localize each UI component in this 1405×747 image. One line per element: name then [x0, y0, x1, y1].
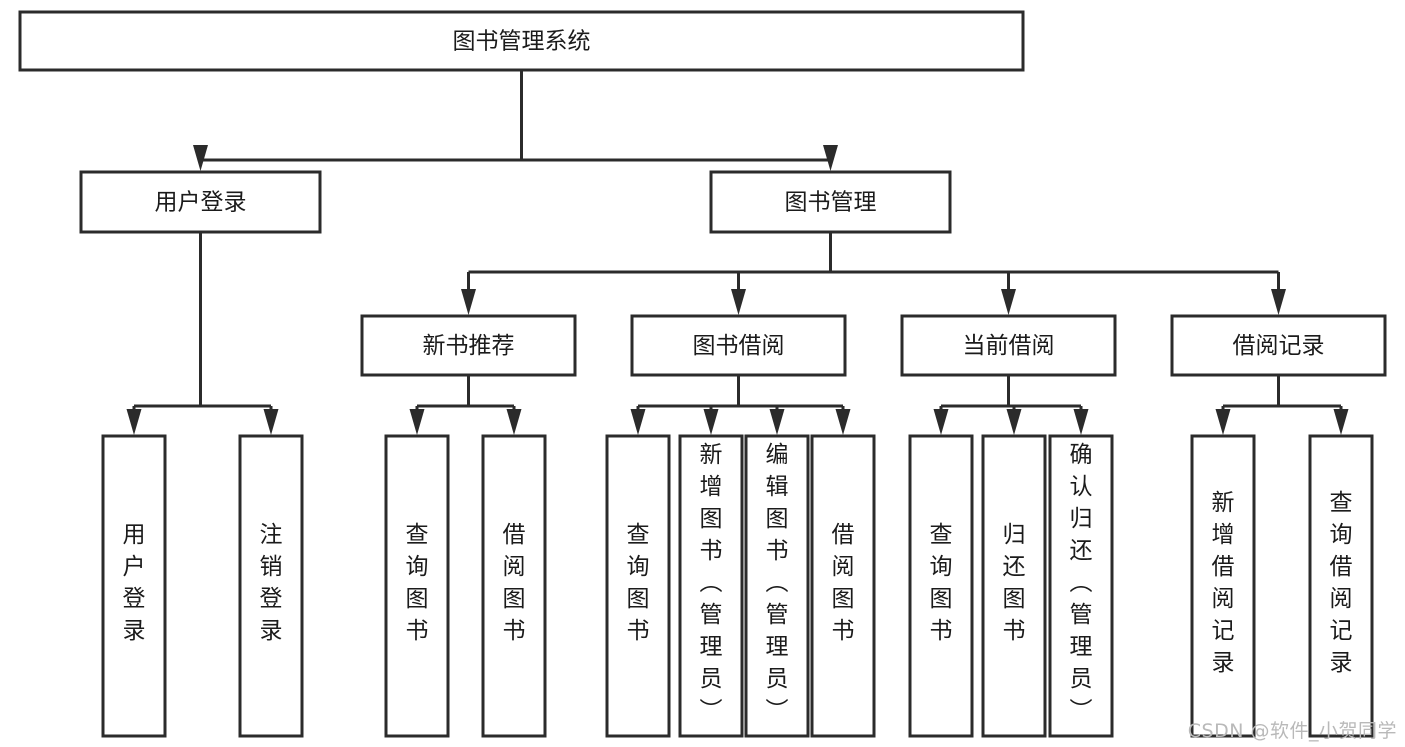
node-box[interactable]: [630, 314, 847, 377]
node-new-book-rec[interactable]: 新书推荐: [360, 314, 577, 377]
arrow-head-icon: [506, 409, 522, 435]
connector-group: [933, 375, 1089, 435]
node-leaf-query-book-2[interactable]: 查询图书: [605, 434, 671, 738]
node-leaf-confirm-return[interactable]: 确认归还︵管理员︶: [1048, 434, 1114, 738]
node-box[interactable]: [1170, 314, 1387, 377]
node-label: 图书管理系统: [453, 29, 591, 55]
node-label: 借阅记录: [1233, 333, 1325, 359]
node-box[interactable]: [1190, 434, 1256, 738]
node-label: 编辑图书︵管理员︶: [766, 442, 789, 724]
arrow-head-icon: [126, 409, 142, 435]
connector-group: [126, 232, 279, 435]
node-label: 用户登录: [123, 522, 146, 644]
node-box[interactable]: [101, 434, 167, 738]
node-box[interactable]: [79, 170, 322, 234]
arrow-head-icon: [461, 289, 476, 315]
node-label: 查询图书: [930, 522, 953, 644]
node-leaf-add-book[interactable]: 新增图书︵管理员︶: [678, 434, 744, 738]
arrow-head-icon: [193, 145, 208, 171]
node-layer: 图书管理系统用户登录图书管理新书推荐图书借阅当前借阅借阅记录用户登录注销登录查询…: [18, 10, 1387, 738]
node-box[interactable]: [1308, 434, 1374, 738]
connector-group: [630, 375, 851, 435]
node-label: 归还图书: [1003, 522, 1026, 644]
node-box[interactable]: [900, 314, 1117, 377]
node-label: 新书推荐: [423, 333, 515, 359]
node-label: 新增图书︵管理员︶: [700, 442, 723, 724]
node-box[interactable]: [605, 434, 671, 738]
node-label: 确认归还︵管理员︶: [1070, 442, 1093, 724]
node-label: 当前借阅: [963, 333, 1055, 359]
node-label: 图书借阅: [693, 333, 785, 359]
arrow-head-icon: [1271, 289, 1286, 315]
node-leaf-query-book-1[interactable]: 查询图书: [384, 434, 450, 738]
node-leaf-add-record[interactable]: 新增借阅记录: [1190, 434, 1256, 738]
arrow-head-icon: [835, 409, 851, 435]
connector-layer: [126, 70, 1349, 435]
node-label: 用户登录: [155, 190, 247, 216]
node-box[interactable]: [908, 434, 974, 738]
node-box[interactable]: [810, 434, 876, 738]
node-root[interactable]: 图书管理系统: [18, 10, 1025, 72]
node-label: 查询图书: [406, 522, 429, 644]
node-label: 查询借阅记录: [1330, 490, 1353, 676]
node-label: 图书管理: [785, 190, 877, 216]
node-label: 借阅图书: [832, 522, 855, 644]
node-box[interactable]: [744, 434, 810, 738]
arrow-head-icon: [769, 409, 785, 435]
node-user-login[interactable]: 用户登录: [79, 170, 322, 234]
arrow-head-icon: [703, 409, 719, 435]
node-borrow-record[interactable]: 借阅记录: [1170, 314, 1387, 377]
node-book-borrow[interactable]: 图书借阅: [630, 314, 847, 377]
arrow-head-icon: [409, 409, 425, 435]
connector-group: [193, 70, 838, 171]
node-box[interactable]: [18, 10, 1025, 72]
node-box[interactable]: [1048, 434, 1114, 738]
connector-group: [1215, 375, 1349, 435]
node-box[interactable]: [238, 434, 304, 738]
connector-group: [409, 375, 522, 435]
node-label: 借阅图书: [503, 522, 526, 644]
arrow-head-icon: [1215, 409, 1231, 435]
arrow-head-icon: [630, 409, 646, 435]
connector-group: [461, 232, 1286, 315]
arrow-head-icon: [1001, 289, 1016, 315]
arrow-head-icon: [1073, 409, 1089, 435]
node-leaf-return-book[interactable]: 归还图书: [981, 434, 1047, 738]
node-label: 注销登录: [260, 522, 283, 644]
node-leaf-edit-book[interactable]: 编辑图书︵管理员︶: [744, 434, 810, 738]
arrow-head-icon: [731, 289, 746, 315]
node-leaf-logout[interactable]: 注销登录: [238, 434, 304, 738]
node-leaf-query-record[interactable]: 查询借阅记录: [1308, 434, 1374, 738]
node-label: 查询图书: [627, 522, 650, 644]
node-box[interactable]: [384, 434, 450, 738]
arrow-head-icon: [1006, 409, 1022, 435]
arrow-head-icon: [263, 409, 279, 435]
node-book-manage[interactable]: 图书管理: [709, 170, 952, 234]
node-box[interactable]: [481, 434, 547, 738]
node-leaf-borrow-book-2[interactable]: 借阅图书: [810, 434, 876, 738]
node-box[interactable]: [360, 314, 577, 377]
node-box[interactable]: [678, 434, 744, 738]
node-leaf-user-login[interactable]: 用户登录: [101, 434, 167, 738]
arrow-head-icon: [1333, 409, 1349, 435]
node-box[interactable]: [981, 434, 1047, 738]
node-current-borrow[interactable]: 当前借阅: [900, 314, 1117, 377]
arrow-head-icon: [933, 409, 949, 435]
node-leaf-query-book-3[interactable]: 查询图书: [908, 434, 974, 738]
node-leaf-borrow-book-1[interactable]: 借阅图书: [481, 434, 547, 738]
node-label: 新增借阅记录: [1212, 490, 1235, 676]
arrow-head-icon: [823, 145, 838, 171]
node-box[interactable]: [709, 170, 952, 234]
